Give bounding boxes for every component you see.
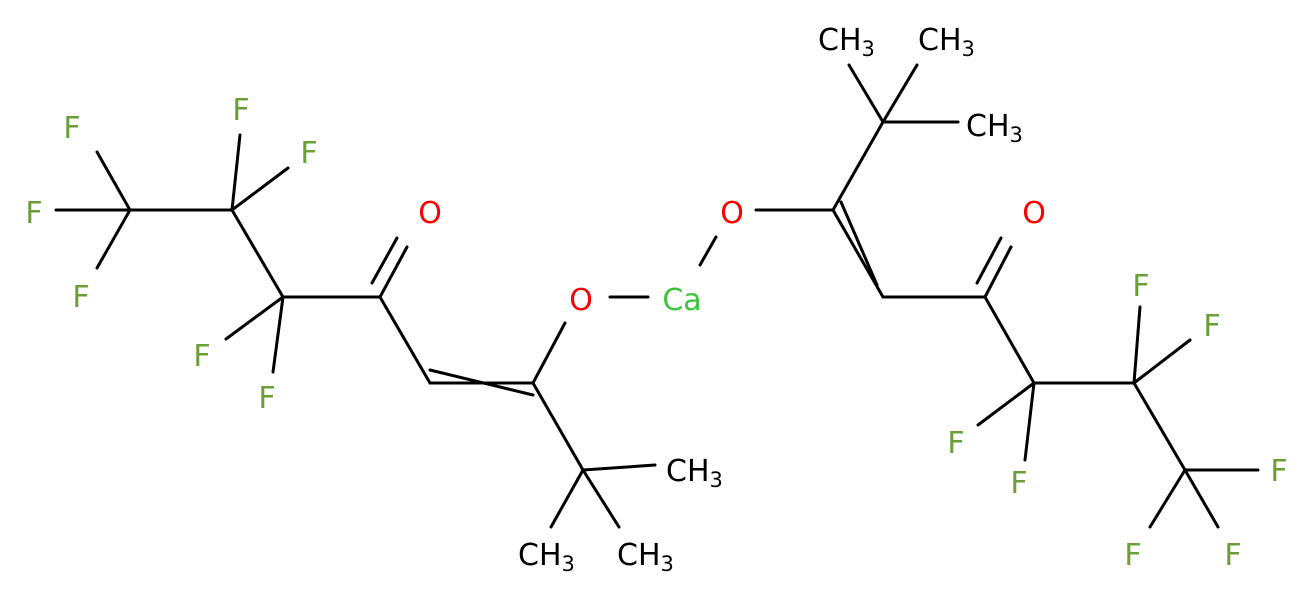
fluorine-atom: F — [1124, 538, 1141, 573]
bond — [271, 295, 285, 374]
oxygen-atom: O — [418, 196, 442, 231]
bonds — [54, 63, 1260, 529]
bond — [1132, 338, 1192, 385]
oxygen-atom: O — [569, 283, 593, 318]
fluorine-atom: F — [300, 136, 317, 171]
fluorine-atom: F — [63, 111, 80, 146]
bond — [230, 166, 290, 212]
bond — [581, 468, 621, 529]
bond — [549, 468, 585, 529]
bond — [230, 208, 285, 299]
atom-labels: F F F F F F F O O Ca O O F F F F F F F C… — [25, 23, 1287, 576]
bond — [531, 381, 585, 472]
bond — [230, 133, 242, 212]
bond — [847, 63, 885, 124]
bond — [975, 236, 1003, 285]
fluorine-atom: F — [25, 196, 42, 231]
bond — [378, 245, 409, 299]
methyl-group: CH3 — [918, 23, 975, 61]
bond — [983, 295, 1036, 385]
fluorine-atom: F — [1270, 454, 1287, 489]
fluorine-atom: F — [232, 93, 249, 128]
bond — [95, 208, 132, 270]
bond — [531, 321, 567, 385]
bond — [839, 200, 879, 287]
fluorine-atom: F — [1224, 538, 1241, 573]
fluorine-atom: F — [1010, 466, 1027, 501]
bond — [1023, 381, 1036, 462]
calcium-atom: Ca — [662, 283, 701, 318]
fluorine-atom: F — [947, 426, 964, 461]
bond — [831, 120, 885, 212]
methyl-group: CH3 — [818, 23, 875, 61]
bond — [581, 463, 657, 472]
bond — [95, 150, 132, 212]
bond — [698, 235, 718, 267]
bond — [881, 63, 919, 124]
bond — [983, 245, 1013, 299]
oxygen-atom: O — [1022, 196, 1046, 231]
bond — [1148, 468, 1187, 529]
methyl-group: CH3 — [617, 538, 674, 576]
bond — [224, 295, 285, 341]
bond — [1183, 468, 1220, 529]
fluorine-atom: F — [1132, 269, 1149, 304]
bond — [428, 368, 535, 397]
bond — [1132, 305, 1142, 385]
bond — [976, 381, 1036, 427]
fluorine-atom: F — [72, 280, 89, 315]
oxygen-atom: O — [720, 196, 744, 231]
bond — [370, 236, 399, 285]
methyl-group: CH3 — [518, 538, 575, 576]
bond — [378, 295, 432, 385]
bond — [1132, 381, 1187, 472]
fluorine-atom: F — [258, 381, 275, 416]
fluorine-atom: F — [1203, 309, 1220, 344]
methyl-group: CH3 — [966, 109, 1023, 147]
fluorine-atom: F — [193, 339, 210, 374]
methyl-group: CH3 — [666, 454, 723, 492]
